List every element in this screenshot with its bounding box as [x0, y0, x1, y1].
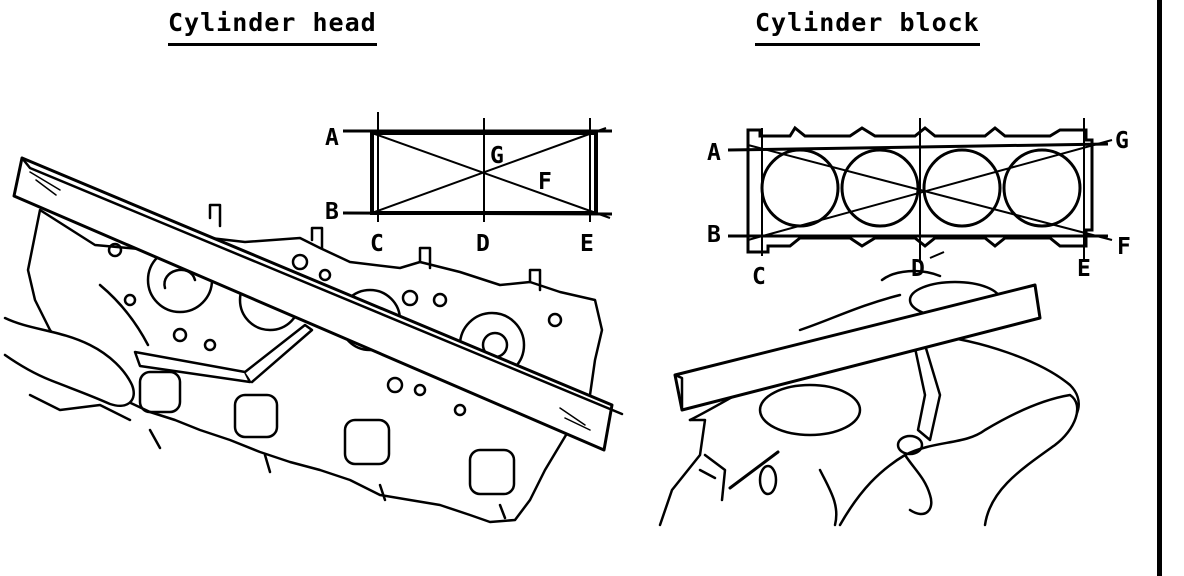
head-label-a: A [325, 125, 339, 151]
block-tick-mark [929, 251, 945, 259]
head-line-f [371, 132, 611, 219]
head-label-b: B [325, 199, 339, 225]
head-stud [418, 246, 432, 270]
head-feeler-gauge [133, 350, 252, 384]
head-hole [107, 242, 123, 258]
head-feeler-blade [243, 323, 314, 384]
block-line-f [747, 144, 1113, 241]
block-bulkhead [818, 468, 838, 527]
page-edge-line [1157, 0, 1162, 576]
head-port-2 [233, 393, 279, 439]
block-feeler-pivot [896, 434, 924, 456]
head-stud [310, 226, 324, 250]
block-label-f: F [1117, 234, 1131, 260]
head-hole [453, 403, 467, 417]
block-measurement-diagram [727, 118, 1113, 262]
cylinder-head-title: Cylinder head [168, 8, 377, 46]
head-port-4 [468, 448, 516, 496]
head-stud [528, 268, 542, 292]
block-feeler-gauge [913, 343, 942, 442]
block-label-c: C [752, 264, 766, 290]
head-port-3 [343, 418, 391, 466]
head-lower-edge [28, 393, 132, 422]
block-line-a [727, 142, 1109, 152]
head-line-b [342, 211, 613, 216]
head-cam-1-spiral [163, 268, 197, 290]
block-label-e: E [1077, 256, 1091, 282]
block-label-d: D [911, 256, 925, 282]
block-dowel-hole [758, 464, 778, 496]
head-hole [123, 293, 137, 307]
head-hole [413, 383, 427, 397]
head-hole [291, 253, 309, 271]
head-port-1 [138, 370, 182, 414]
block-side-edge [658, 418, 707, 527]
block-label-a: A [707, 140, 721, 166]
head-stud [208, 203, 222, 228]
head-label-d: D [476, 231, 490, 257]
head-hole [401, 289, 419, 307]
block-straightedge [673, 283, 1042, 412]
head-hole [318, 268, 332, 282]
head-line-g [371, 127, 607, 214]
cylinder-block-title: Cylinder block [755, 8, 980, 46]
block-label-b: B [707, 222, 721, 248]
head-label-e: E [580, 231, 594, 257]
block-deck-outline [746, 125, 1094, 254]
block-straightedge-end [673, 373, 684, 412]
block-bore-4 [1002, 148, 1082, 228]
block-finger [903, 453, 933, 516]
head-hand [3, 316, 135, 407]
head-label-g: G [490, 143, 504, 169]
block-dowel [728, 450, 780, 490]
block-bore-3 [922, 148, 1002, 228]
head-hole [547, 312, 563, 328]
block-bore-near [758, 383, 862, 437]
block-top-curve [880, 269, 942, 282]
head-label-c: C [370, 231, 384, 257]
head-hole [432, 292, 448, 308]
head-finger [98, 283, 150, 347]
head-hole [172, 327, 188, 343]
head-hole [386, 376, 404, 394]
block-label-g: G [1115, 128, 1129, 154]
head-straightedge-hatch [29, 171, 591, 431]
block-hand [838, 393, 1079, 527]
cylinder-block-illustration [658, 269, 1080, 527]
cylinder-head-illustration [3, 156, 624, 524]
block-side-detail [698, 453, 727, 502]
head-straightedge [12, 156, 614, 452]
block-line-g [747, 139, 1113, 241]
head-measurement-diagram [342, 112, 613, 222]
head-flange-studs [148, 428, 507, 520]
block-bore-1 [760, 148, 840, 228]
block-bore-2 [840, 148, 920, 228]
head-straightedge-top-edge [20, 156, 624, 416]
head-label-f: F [538, 169, 552, 195]
block-deck-edge [798, 293, 902, 332]
head-hole [203, 338, 217, 352]
